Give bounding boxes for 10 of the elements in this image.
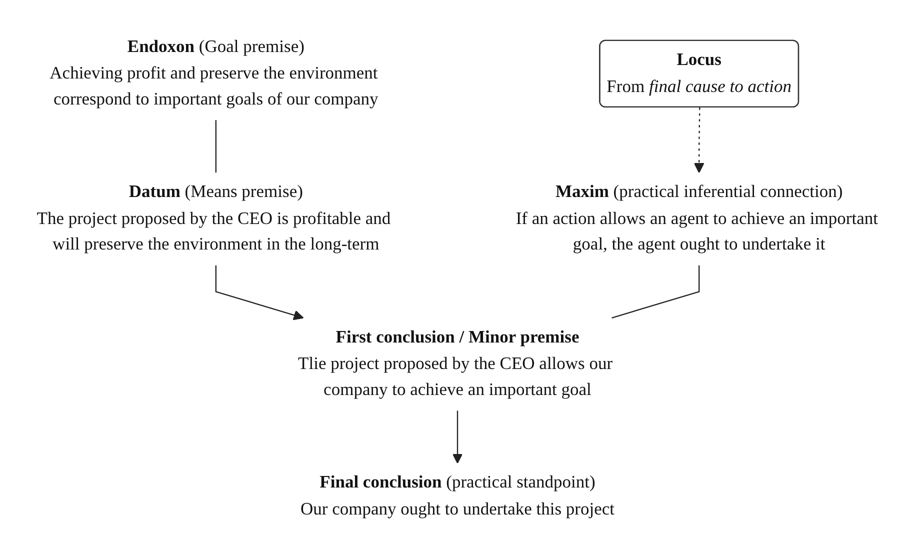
node-text: Maxim (practical inferential connection) If an action allows an agent to achieve an important goal, the agent ought to undertake it bbox=[516, 183, 878, 254]
node-text: First conclusion / Minor premise Tlie project proposed by the CEO allows our company to achieve an important goal bbox=[298, 328, 613, 400]
node-text: Endoxon (Goal premise) Achieving profit and preserve the environment correspond to important goals of our company bbox=[50, 38, 378, 109]
arrow bbox=[452, 410, 463, 464]
arrow bbox=[215, 265, 304, 320]
connector bbox=[215, 120, 216, 173]
arrow bbox=[694, 108, 704, 174]
node-text: Datum (Means premise) The project proposed by the CEO is profitable and will preserve the environment in the long-term bbox=[36, 183, 391, 254]
connector bbox=[612, 265, 700, 318]
node-text: Final conclusion (practical standpoint) Our company ought to undertake this project bbox=[300, 474, 615, 519]
